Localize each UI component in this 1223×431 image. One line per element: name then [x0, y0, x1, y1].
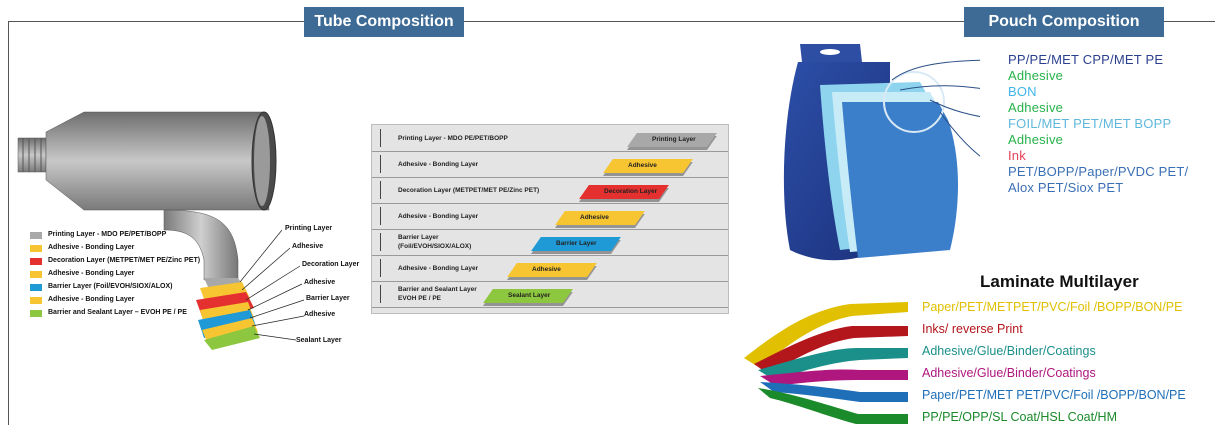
tube-legend-label: Decoration Layer (METPET/MET PE/Zinc PET…	[48, 257, 201, 264]
frame-top-line-left	[8, 21, 304, 22]
laminate-layer-label: Paper/PET/MET PET/PVC/Foil /BOPP/BON/PE	[922, 388, 1186, 402]
tube-legend-swatch	[30, 271, 42, 278]
stairs-row-tick	[380, 207, 381, 225]
stairs-row: Decoration Layer (METPET/MET PE/Zinc PET…	[372, 177, 728, 204]
pouch-layer-label: Adhesive	[1008, 100, 1064, 115]
tube-callout-label: Decoration Layer	[302, 261, 360, 268]
stairs-row-tick	[380, 155, 381, 173]
pouch-layer-label: BON	[1008, 84, 1037, 99]
tube-legend-label: Adhesive - Bonding Layer	[48, 244, 135, 251]
stairs-row-label: Barrier and Sealant Layer	[398, 286, 477, 293]
stairs-layer-bar-label: Barrier Layer	[556, 240, 597, 247]
stairs-row-label: Adhesive - Bonding Layer	[398, 265, 479, 272]
tube-illustration	[17, 111, 305, 350]
tube-legend-swatch	[30, 297, 42, 304]
tube-legend-label: Adhesive - Bonding Layer	[48, 270, 135, 277]
stairs-layer-bar-label: Adhesive	[532, 266, 561, 273]
stairs-row: Adhesive - Bonding Layer Adhesive	[372, 255, 728, 282]
tube-legend-swatch	[30, 284, 42, 291]
tube-legend-label: Barrier Layer (Foil/EVOH/SIOX/ALOX)	[48, 283, 173, 290]
pouch-layer-label: FOIL/MET PET/MET BOPP	[1008, 116, 1172, 131]
pouch-layer-label: PP/PE/MET CPP/MET PE	[1008, 52, 1164, 67]
stairs-row-tick	[380, 129, 381, 147]
tube-legend-swatch	[30, 258, 42, 265]
laminate-layer-label: PP/PE/OPP/SL Coat/HSL Coat/HM	[922, 410, 1117, 424]
stairs-layer-bar-label: Decoration Layer	[604, 188, 658, 195]
tube-legend-label: Barrier and Sealant Layer – EVOH PE / PE	[48, 309, 187, 316]
tube-callout-label: Barrier Layer	[306, 295, 350, 302]
stairs-layer-bar-label: Adhesive	[628, 162, 657, 169]
stairs-row-tick	[380, 181, 381, 199]
pouch-layer-label: Alox PET/Siox PET	[1008, 180, 1124, 195]
tube-composition-title: Tube Composition	[304, 7, 464, 37]
tube-callout-label: Sealant Layer	[296, 337, 342, 344]
tube-legend-swatch	[30, 310, 42, 317]
frame-left-line	[8, 21, 9, 425]
pouch-layer-label: Adhesive	[1008, 132, 1064, 147]
frame-top-line-right	[1164, 21, 1215, 22]
laminate-layer-label: Inks/ reverse Print	[922, 322, 1023, 336]
tube-callout-label: Adhesive	[304, 279, 336, 286]
pouch-layer-label: Ink	[1008, 148, 1026, 163]
stairs-row-sublabel: EVOH PE / PE	[398, 295, 441, 302]
stairs-row-label: Printing Layer - MDO PE/PET/BOPP	[398, 135, 508, 142]
laminate-layer-label: Paper/PET/METPET/PVC/Foil /BOPP/BON/PE	[922, 300, 1183, 314]
tube-legend-swatch	[30, 232, 42, 239]
stairs-row-label: Decoration Layer (METPET/MET PE/Zinc PET…	[398, 187, 540, 194]
tube-callout-label: Adhesive	[304, 311, 336, 318]
layer-stairs-diagram: Printing Layer - MDO PE/PET/BOPP Printing…	[371, 124, 729, 314]
stairs-row-label: Adhesive - Bonding Layer	[398, 213, 479, 220]
pouch-illustration	[783, 44, 980, 261]
laminate-layer-label: Adhesive/Glue/Binder/Coatings	[922, 366, 1096, 380]
tube-callout-label: Adhesive	[292, 243, 324, 250]
tube-legend-label: Printing Layer - MDO PE/PET/BOPP	[48, 231, 167, 238]
stairs-layer-bar-label: Printing Layer	[652, 136, 696, 143]
stairs-row-label: Adhesive - Bonding Layer	[398, 161, 479, 168]
tube-legend-label: Adhesive - Bonding Layer	[48, 296, 135, 303]
laminate-layer-label: Adhesive/Glue/Binder/Coatings	[922, 344, 1096, 358]
stairs-layer-bar-label: Adhesive	[580, 214, 609, 221]
stairs-row-tick	[380, 285, 381, 303]
laminate-illustration	[744, 302, 908, 424]
stairs-row-tick	[380, 259, 381, 277]
stairs-row: Printing Layer - MDO PE/PET/BOPP Printing…	[372, 125, 728, 152]
stairs-layer-bar-label: Sealant Layer	[508, 292, 551, 299]
pouch-composition-title: Pouch Composition	[964, 7, 1164, 37]
frame-top-line-mid	[464, 21, 964, 22]
stairs-row: Adhesive - Bonding Layer Adhesive	[372, 151, 728, 178]
tube-legend-swatch	[30, 245, 42, 252]
tube-callout-label: Printing Layer	[285, 225, 333, 232]
stairs-row-sublabel: (Foil/EVOH/SIOX/ALOX)	[398, 243, 472, 250]
stairs-row: Barrier Layer (Foil/EVOH/SIOX/ALOX) Barrie…	[372, 229, 728, 256]
stairs-row: Adhesive - Bonding Layer Adhesive	[372, 203, 728, 230]
stairs-row-label: Barrier Layer	[398, 234, 439, 241]
pouch-layer-label: PET/BOPP/Paper/PVDC PET/	[1008, 164, 1189, 179]
stairs-row-tick	[380, 233, 381, 251]
pouch-layer-label: Adhesive	[1008, 68, 1064, 83]
laminate-title: Laminate Multilayer	[980, 272, 1139, 291]
